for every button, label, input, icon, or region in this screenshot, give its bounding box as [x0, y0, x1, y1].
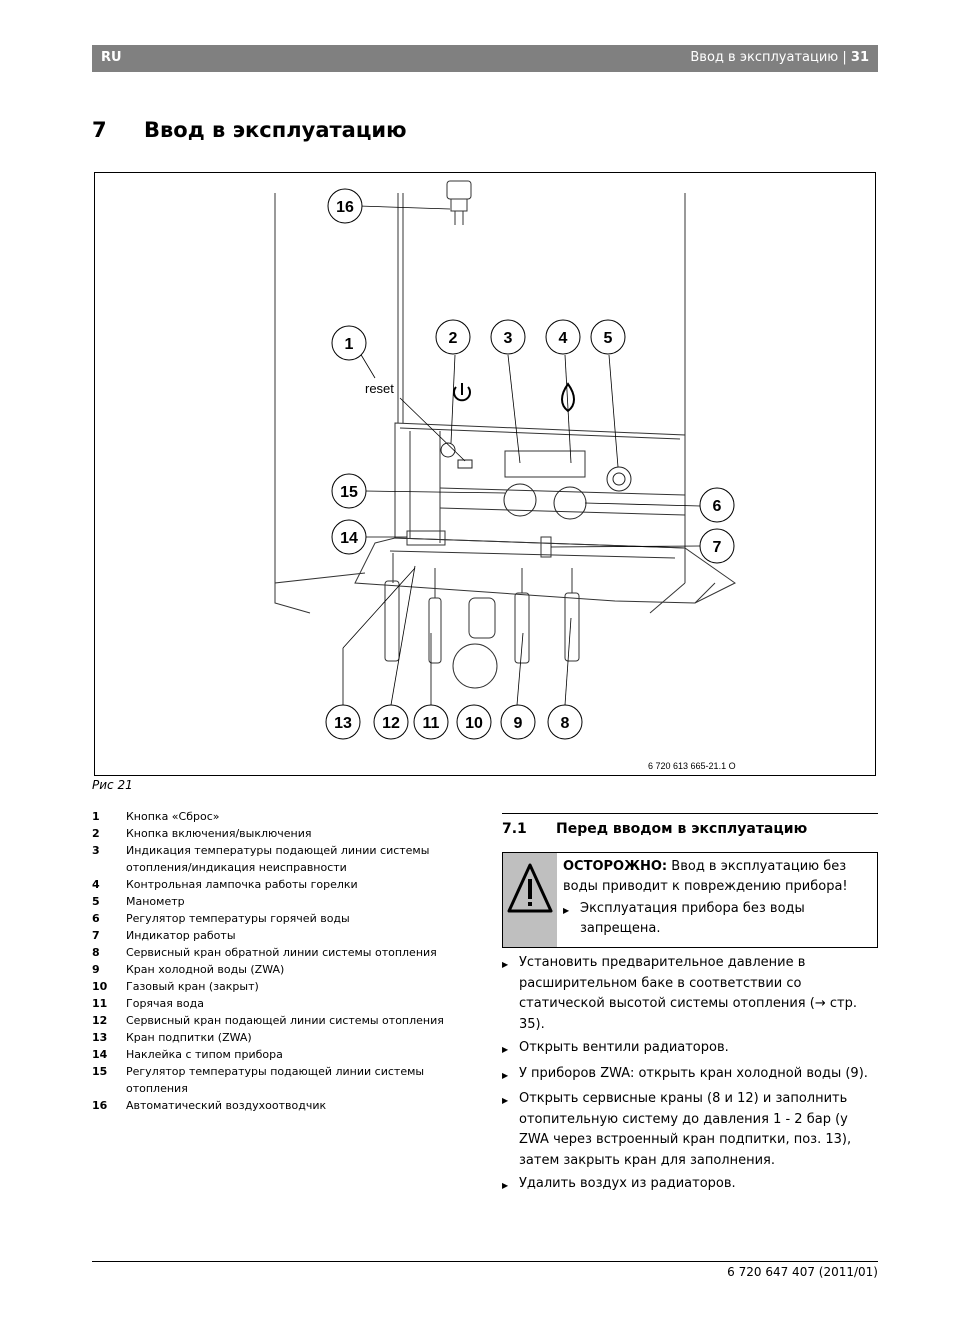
warning-subitem: ▶ Эксплуатация прибора без воды запрещен…: [563, 899, 869, 939]
svg-text:11: 11: [423, 715, 440, 732]
svg-text:4: 4: [559, 330, 568, 347]
list-item: ▶У приборов ZWA: открыть кран холодной в…: [502, 1064, 878, 1087]
leader-lines: [342, 205, 701, 706]
callout-11: 11: [413, 704, 449, 740]
header-separator: |: [842, 50, 847, 65]
callout-8: 8: [547, 704, 583, 740]
footer-rule: [92, 1261, 878, 1262]
svg-text:7: 7: [713, 539, 722, 556]
svg-text:3: 3: [504, 330, 513, 347]
callouts: 16 1 2 3 4 5 15 14 6 7 13 12 11 10 9 8: [325, 188, 735, 740]
triangle-right-icon: ▶: [502, 1070, 509, 1080]
page-number: 31: [850, 50, 869, 65]
warning-label: ОСТОРОЖНО:: [563, 859, 668, 874]
svg-text:15: 15: [340, 484, 358, 501]
triangle-right-icon: ▶: [502, 960, 509, 969]
callout-10: 10: [456, 704, 492, 740]
svg-text:2: 2: [449, 330, 458, 347]
svg-text:14: 14: [340, 530, 358, 547]
page-header: RU Ввод в эксплуатацию | 31: [92, 45, 878, 72]
callout-13: 13: [325, 704, 361, 740]
callout-1: 1: [331, 325, 367, 361]
callout-9: 9: [500, 704, 536, 740]
callout-7: 7: [699, 528, 735, 564]
svg-text:16: 16: [336, 199, 354, 216]
list-item: ▶Открыть сервисные краны (8 и 12) и запо…: [502, 1089, 878, 1171]
callout-15: 15: [331, 473, 367, 509]
air-vent: [446, 180, 472, 225]
triangle-right-icon: ▶: [563, 906, 570, 915]
svg-text:12: 12: [382, 715, 400, 732]
callout-2: 2: [435, 319, 471, 355]
reset-label: reset: [365, 381, 394, 396]
section-number: 7.1: [502, 821, 527, 837]
svg-text:8: 8: [561, 715, 570, 732]
list-item: ▶Открыть вентили радиаторов.: [502, 1038, 878, 1061]
callout-4: 4: [545, 319, 581, 355]
warning-message: Ввод в эксплуатацию без воды приводит к …: [563, 859, 848, 894]
boiler-illustration: reset: [274, 180, 736, 771]
list-item: ▶Удалить воздух из радиаторов.: [502, 1174, 878, 1197]
header-section: Ввод в эксплуатацию: [690, 50, 839, 65]
svg-text:5: 5: [604, 330, 613, 347]
triangle-right-icon: ▶: [502, 1181, 509, 1190]
callout-3: 3: [490, 319, 526, 355]
warning-box: ОСТОРОЖНО: Ввод в эксплуатацию без воды …: [502, 852, 878, 948]
warning-triangle-icon: [507, 863, 553, 913]
document-code: 6 720 647 407 (2011/01): [727, 1265, 878, 1279]
chapter-number: 7: [92, 118, 107, 142]
svg-text:9: 9: [514, 715, 523, 732]
callout-6: 6: [699, 487, 735, 523]
section-rule: [502, 813, 878, 814]
chapter-title: Ввод в эксплуатацию: [144, 118, 407, 142]
pipes: [384, 553, 580, 689]
steps-list: ▶Установить предварительное давление в р…: [502, 953, 878, 1200]
callout-14: 14: [331, 519, 367, 555]
power-icon: [453, 383, 471, 402]
svg-text:13: 13: [334, 715, 352, 732]
section-title: Перед вводом в эксплуатацию: [556, 821, 808, 837]
header-right: Ввод в эксплуатацию | 31: [690, 50, 869, 65]
figure-caption: Рис 21: [92, 778, 133, 792]
triangle-right-icon: ▶: [502, 1045, 509, 1054]
warning-icon-panel: [503, 853, 557, 947]
list-item: ▶Установить предварительное давление в р…: [502, 953, 878, 1035]
callout-16: 16: [327, 188, 363, 224]
figure-code: 6 720 613 665-21.1 O: [648, 761, 736, 771]
svg-text:10: 10: [465, 715, 483, 732]
callout-5: 5: [590, 319, 626, 355]
language-code: RU: [101, 50, 122, 65]
svg-text:1: 1: [345, 336, 354, 353]
panel-controls: [440, 442, 632, 520]
svg-text:6: 6: [713, 498, 722, 515]
triangle-right-icon: ▶: [502, 1096, 509, 1105]
callout-12: 12: [373, 704, 409, 740]
warning-text: ОСТОРОЖНО: Ввод в эксплуатацию без воды …: [563, 857, 869, 939]
figure-box: reset: [94, 172, 876, 776]
